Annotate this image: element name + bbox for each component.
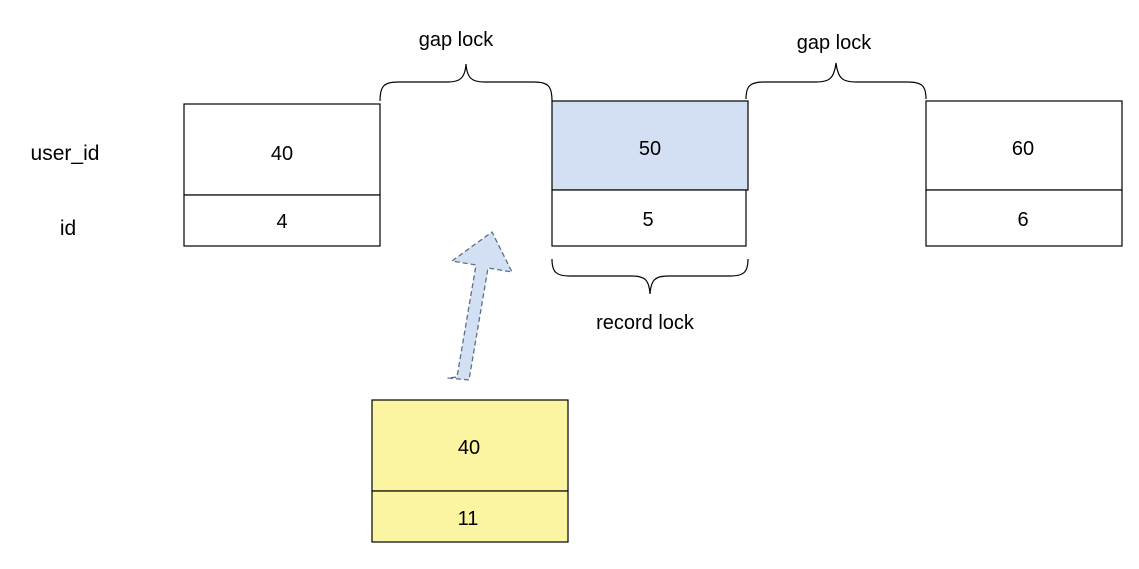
inserted-record-user-id-value: 40 <box>458 437 480 459</box>
row-label-user-id: user_id <box>31 142 100 165</box>
record-40-user-id-value: 40 <box>271 143 293 165</box>
row-label-id: id <box>60 217 76 240</box>
record-60-user-id-cell <box>925 100 1123 191</box>
record-40-id-cell <box>183 194 381 247</box>
inserted-record-id-value: 11 <box>458 508 479 530</box>
record-60-id-value: 6 <box>1017 209 1028 231</box>
record-50-id-value: 5 <box>642 209 653 231</box>
record-50-locked: 50 5 <box>551 100 749 247</box>
record-50-user-id-value: 50 <box>639 138 661 160</box>
gap-lock-left-brace <box>379 63 553 102</box>
record-40-user-id-cell <box>183 103 381 196</box>
record-60-user-id-value: 60 <box>1012 138 1034 160</box>
record-lock-brace <box>551 258 749 295</box>
gap-lock-right-label: gap lock <box>797 32 872 54</box>
record-40-id-value: 4 <box>276 211 287 233</box>
inserted-record-id-cell <box>371 490 569 543</box>
record-50-user-id-cell <box>551 100 749 191</box>
gap-lock-left-label: gap lock <box>419 29 494 51</box>
record-60-id-cell <box>925 189 1123 247</box>
inserted-record: 40 11 <box>371 399 569 543</box>
record-lock-label: record lock <box>596 312 695 334</box>
record-50-id-cell <box>551 189 747 247</box>
record-40: 40 4 <box>183 103 381 247</box>
record-60: 60 6 <box>925 100 1123 247</box>
gap-lock-right-brace <box>745 62 927 100</box>
insert-arrow-icon <box>447 231 513 381</box>
